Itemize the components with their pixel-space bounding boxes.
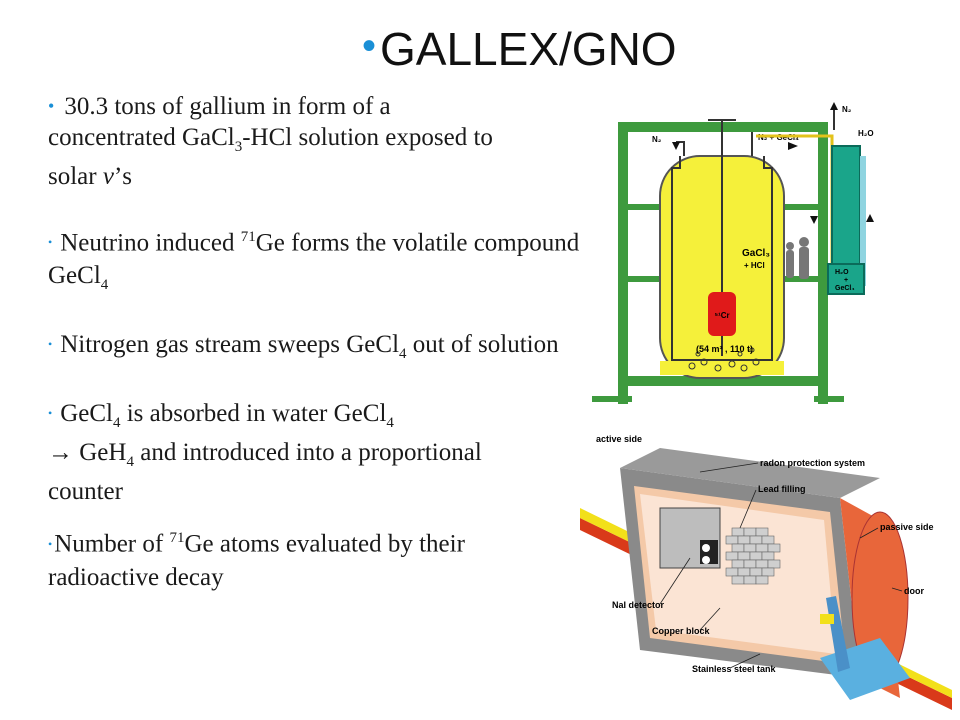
svg-text:Copper block: Copper block [652, 626, 711, 636]
svg-text:GaCl₃: GaCl₃ [742, 248, 770, 259]
bullet-icon: • [48, 337, 53, 352]
arrow-icons [672, 102, 874, 224]
bullet-icon: • [48, 406, 53, 421]
bullet-icon: • [48, 96, 55, 116]
svg-text:active side: active side [596, 434, 642, 444]
leader-lines [659, 462, 903, 669]
bullet-nitrogen-stream: •Nitrogen gas stream sweeps GeCl4 out of… [48, 331, 559, 363]
svg-text:passive side: passive side [880, 522, 934, 532]
gallex-tank-diagram: ⁵¹Cr GaCl₃ + HCl (54 m³ , 110 t) N₂ N₂ +… [592, 102, 874, 404]
people-silhouette-icon [786, 237, 809, 279]
svg-text:NaI detector: NaI detector [612, 600, 665, 610]
svg-text:Stainless steel tank: Stainless steel tank [692, 664, 777, 674]
svg-text:+ HCl: + HCl [744, 261, 765, 270]
svg-text:door: door [904, 586, 924, 596]
svg-text:Lead filling: Lead filling [758, 484, 806, 494]
svg-text:⁵¹Cr: ⁵¹Cr [714, 311, 729, 320]
title-bullet-icon: • [362, 24, 377, 68]
bullet-ge-atoms: •Number of 71Ge atoms evaluated by their… [48, 530, 465, 591]
lead-filling-bricks [725, 527, 781, 585]
bullet-list: •30.3 tons of gallium in form of a conce… [48, 92, 588, 593]
bubbles [688, 347, 760, 372]
bullet-icon: • [48, 536, 53, 551]
nai-detector-block [659, 507, 721, 569]
svg-text:GeCl₄: GeCl₄ [835, 285, 855, 292]
absorption-column: H₂O + GeCl₄ [827, 145, 866, 295]
arrow-icon: → [48, 439, 73, 467]
bullet-ge-forms: •Neutrino induced 71Ge forms the volatil… [48, 229, 580, 294]
svg-text:+: + [844, 277, 848, 284]
bullet-gallium-solution: •30.3 tons of gallium in form of a conce… [48, 93, 493, 190]
cr-source-icon [708, 292, 736, 336]
svg-text:N₂: N₂ [842, 105, 852, 114]
svg-text:radon protection system: radon protection system [760, 458, 865, 468]
svg-text:(54 m³ , 110 t): (54 m³ , 110 t) [696, 344, 753, 354]
svg-text:N₂: N₂ [652, 135, 662, 144]
svg-text:H₂O: H₂O [858, 129, 874, 138]
bullet-absorbed-water: •GeCl4 is absorbed in water GeCl4 → GeH4… [48, 400, 482, 506]
svg-text:H₂O: H₂O [835, 269, 849, 276]
lab-cutaway-diagram: active side radon protection system Lead… [580, 434, 952, 710]
slide-title: •GALLEX/GNO [362, 23, 677, 75]
bullet-icon: • [48, 235, 53, 250]
